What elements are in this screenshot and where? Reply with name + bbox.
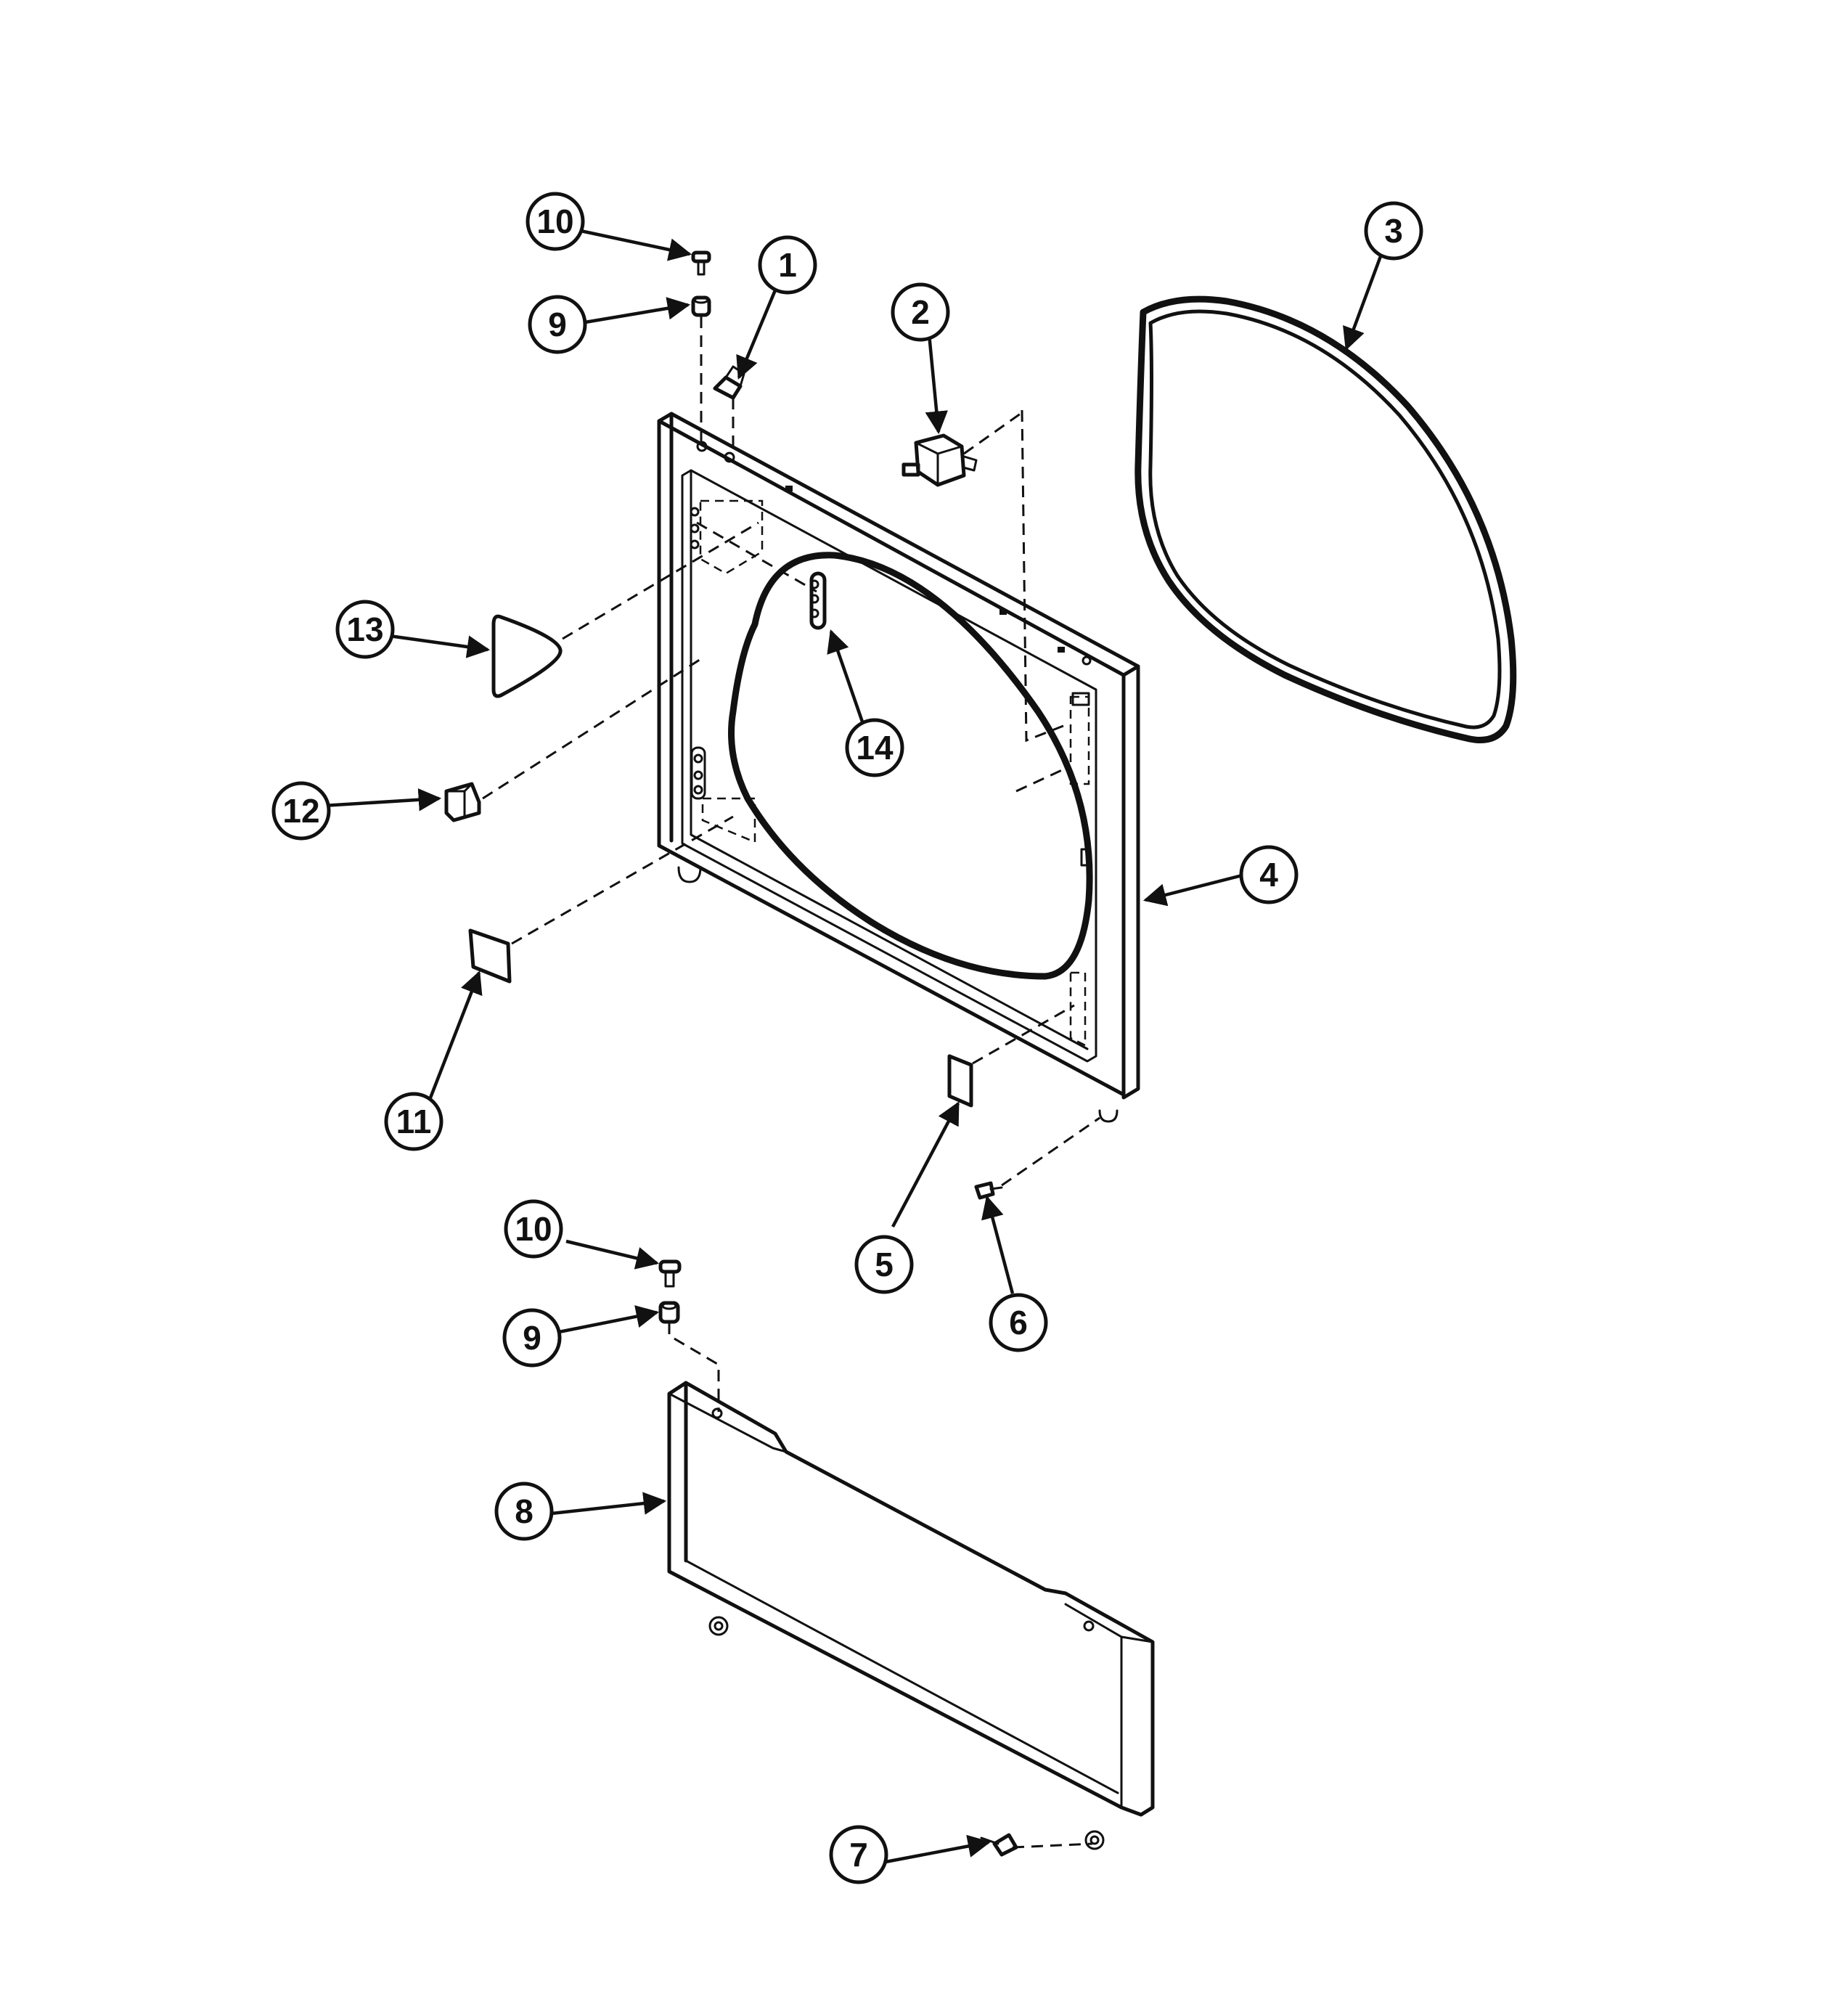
screw-6 [974, 1181, 1003, 1200]
callout-label: 7 [849, 1836, 868, 1874]
callout-12: 12 [271, 781, 331, 841]
clip-part [444, 782, 481, 822]
callout-7: 7 [829, 1825, 888, 1884]
callout-11: 11 [384, 1092, 443, 1151]
callout-label: 12 [282, 792, 319, 830]
label-pad-right [947, 1054, 973, 1108]
screw-top [691, 250, 711, 276]
callout-label: 9 [548, 306, 567, 343]
callout-8: 8 [494, 1482, 554, 1541]
screw-bottom [658, 1259, 682, 1288]
callout-13: 13 [335, 600, 395, 659]
hinge-clip [713, 365, 745, 400]
spacer-bottom [658, 1301, 680, 1324]
toe-panel [667, 1381, 1155, 1850]
triangle-label [491, 614, 563, 698]
callout-6: 6 [989, 1293, 1048, 1352]
callout-label: 1 [778, 246, 797, 284]
assembly-lines [482, 316, 1100, 1849]
leader-lines [322, 229, 1385, 1864]
callout-label: 5 [875, 1246, 894, 1283]
callout-label: 3 [1384, 212, 1403, 250]
door-gasket [1134, 295, 1517, 743]
callout-label: 4 [1259, 856, 1278, 894]
callout-label: 13 [346, 610, 383, 648]
callout-4: 4 [1239, 845, 1299, 904]
callout-label: 9 [523, 1319, 541, 1357]
label-pad-left [468, 928, 512, 984]
front-panel-frame [657, 412, 1140, 1123]
callout-label: 6 [1009, 1304, 1028, 1341]
callout-label: 14 [856, 729, 894, 767]
callout-1: 1 [758, 235, 817, 295]
screw-7 [980, 1833, 1018, 1857]
callout-3: 3 [1364, 201, 1423, 261]
callout-9-bottom: 9 [502, 1308, 562, 1368]
callout-5: 5 [854, 1235, 914, 1294]
callout-2: 2 [891, 282, 950, 342]
door-switch [901, 433, 978, 487]
callout-label: 11 [396, 1103, 432, 1140]
callout-label: 10 [515, 1210, 552, 1248]
callout-10-bottom: 10 [504, 1199, 563, 1259]
callout-label: 2 [911, 293, 930, 331]
callout-label: 10 [536, 203, 573, 240]
door-catch [809, 571, 827, 630]
spacer-top [691, 295, 711, 317]
callout-9-top: 9 [528, 295, 587, 354]
callout-10-top: 10 [526, 192, 585, 251]
callout-label: 8 [515, 1492, 533, 1530]
callout-14: 14 [845, 718, 904, 777]
